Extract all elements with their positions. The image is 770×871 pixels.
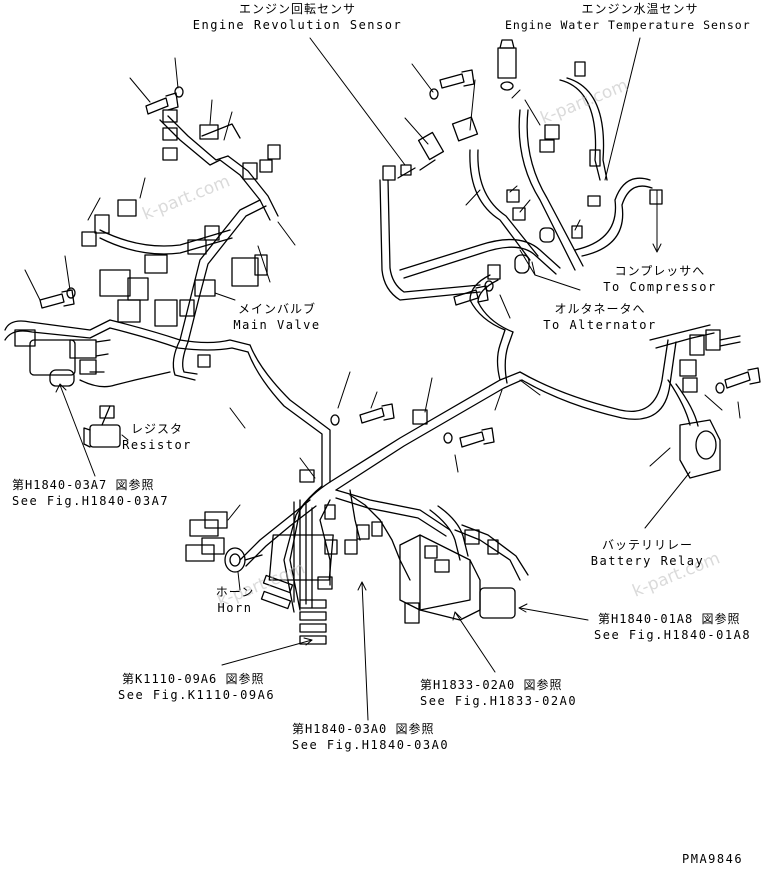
fig-h1840-01a8-ref: See Fig.H1840-01A8 xyxy=(594,628,752,642)
fig-h1840-03a0-ref-jp: 第H1840-03A0 図参照 xyxy=(292,722,435,736)
fig-h1840-01a8-ref-jp: 第H1840-01A8 図参照 xyxy=(598,612,741,626)
fig-h1840-03a7-ref-jp: 第H1840-03A7 図参照 xyxy=(12,478,155,492)
compressor-label: To Compressor xyxy=(603,280,717,294)
alternator-label: To Alternator xyxy=(543,318,657,332)
fig-k1110-09a6-ref: See Fig.K1110-09A6 xyxy=(118,688,276,702)
fig-h1840-03a0-ref: See Fig.H1840-03A0 xyxy=(292,738,450,752)
fig-h1833-02a0-ref: See Fig.H1833-02A0 xyxy=(420,694,578,708)
leader-lines xyxy=(24,37,741,721)
main-valve-label: Main Valve xyxy=(233,318,321,332)
horn-label-jp: ホーン xyxy=(215,585,255,599)
battery-relay-label: Battery Relay xyxy=(590,554,705,568)
engine-water-temperature-sensor-label-jp: エンジン水温センサ xyxy=(581,2,699,16)
compressor-label-jp: コンプレッサへ xyxy=(614,264,706,278)
resistor-label: Resistor xyxy=(122,438,192,452)
drawing-number: PMA9846 xyxy=(682,852,744,866)
main-valve-label-jp: メインバルブ xyxy=(237,302,316,316)
fig-k1110-09a6-ref-jp: 第K1110-09A6 図参照 xyxy=(122,672,265,686)
lower-connector-group xyxy=(185,403,529,645)
horn-label: Horn xyxy=(217,601,253,615)
alternator-label-jp: オルタネータへ xyxy=(554,302,646,316)
resistor-label-jp: レジスタ xyxy=(130,422,183,436)
engine-sensor-harness xyxy=(379,39,663,306)
battery-relay-label-jp: バッテリリレー xyxy=(601,538,693,552)
fig-h1833-02a0-ref-jp: 第H1833-02A0 図参照 xyxy=(420,678,563,692)
engine-water-temperature-sensor-label: Engine Water Temperature Sensor xyxy=(505,18,751,32)
fig-h1840-03a7-ref: See Fig.H1840-03A7 xyxy=(12,494,170,508)
left-connector-cluster xyxy=(4,319,171,448)
engine-revolution-sensor-label: Engine Revolution Sensor xyxy=(192,18,403,32)
engine-revolution-sensor-label-jp: エンジン回転センサ xyxy=(238,2,356,16)
battery-relay-group xyxy=(649,324,761,479)
main-valve-harness xyxy=(39,86,331,487)
main-harness xyxy=(329,274,677,491)
